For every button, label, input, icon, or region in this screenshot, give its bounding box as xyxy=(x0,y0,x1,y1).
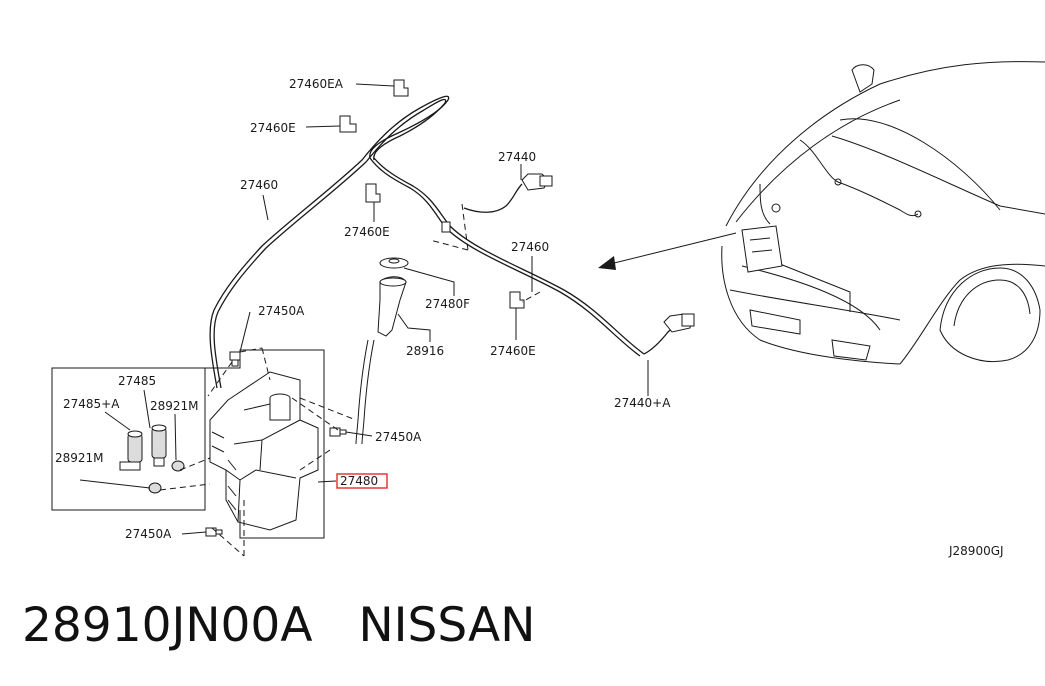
washer-tank-icon xyxy=(209,371,319,531)
washer-pump-icon xyxy=(119,424,167,471)
washer-hose xyxy=(209,95,689,389)
label-27485-a: 27485+A xyxy=(63,397,120,411)
leader-lines xyxy=(79,83,649,535)
highlight-box xyxy=(336,473,388,489)
bolt-icon xyxy=(205,351,347,537)
assembly-frames xyxy=(51,203,541,557)
label-27460e-right: 27460E xyxy=(490,344,536,358)
filler-neck-icon xyxy=(355,257,409,445)
direction-arrow-icon xyxy=(598,232,737,270)
brand-name: NISSAN xyxy=(358,598,536,653)
label-27440: 27440 xyxy=(498,150,536,164)
car-front-icon xyxy=(721,61,1045,365)
label-28916: 28916 xyxy=(406,344,444,358)
callout-labels: 27460EA 27460E 27460 27460E 27440 27460 … xyxy=(55,77,1004,558)
label-27460e-mid: 27460E xyxy=(344,225,390,239)
part-number: 28910JN00A xyxy=(22,598,313,653)
label-27450a-mid: 27450A xyxy=(375,430,422,444)
washer-nozzle-icon xyxy=(521,173,695,333)
label-27460-left: 27460 xyxy=(240,178,278,192)
label-27480f: 27480F xyxy=(425,297,470,311)
pump-grommet-icon xyxy=(148,460,185,494)
label-28921m-top: 28921M xyxy=(150,399,199,413)
diagram-code: J28900GJ xyxy=(948,544,1004,558)
label-27440-a: 27440+A xyxy=(614,396,671,410)
label-27460ea: 27460EA xyxy=(289,77,344,91)
part-footer: 28910JN00A NISSAN xyxy=(22,598,535,653)
label-27450a-top: 27450A xyxy=(258,304,305,318)
label-27450a-bottom: 27450A xyxy=(125,527,172,541)
label-27480: 27480 xyxy=(340,474,378,488)
label-27485: 27485 xyxy=(118,374,156,388)
label-28921m-bottom: 28921M xyxy=(55,451,104,465)
label-27460e-top: 27460E xyxy=(250,121,296,135)
label-27460-right: 27460 xyxy=(511,240,549,254)
hose-clip-icon xyxy=(339,79,525,309)
